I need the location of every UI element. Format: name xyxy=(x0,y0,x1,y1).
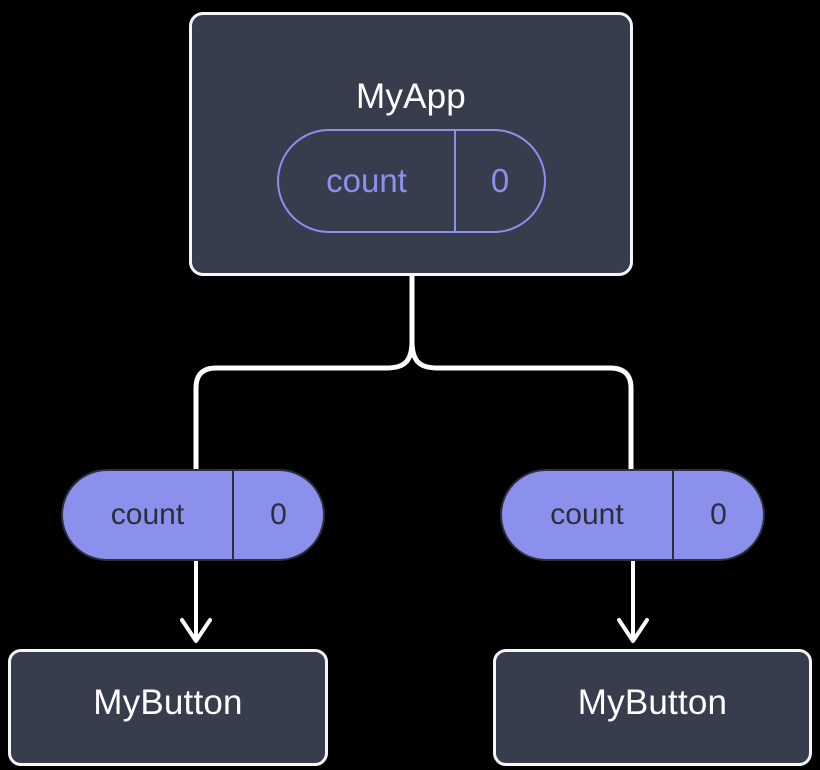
state-value-label: 0 xyxy=(270,498,287,531)
state-key-label: count xyxy=(63,471,234,559)
component-label-myapp: MyApp xyxy=(356,77,466,116)
state-pill-child-left-count[interactable]: count 0 xyxy=(61,469,325,561)
component-node-mybutton-right[interactable]: MyButton xyxy=(493,649,812,766)
state-value-label: 0 xyxy=(490,162,510,199)
component-node-mybutton-left[interactable]: MyButton xyxy=(8,649,328,766)
edge-arrow-right-head xyxy=(617,618,649,643)
component-label-mybutton: MyButton xyxy=(577,683,728,722)
state-key-label: count xyxy=(502,471,674,559)
state-key-label: count xyxy=(279,131,456,231)
state-pill-myapp-count[interactable]: count 0 xyxy=(277,129,546,233)
component-label-mybutton: MyButton xyxy=(93,683,243,722)
state-value-label: 0 xyxy=(710,498,727,531)
state-pill-child-right-count[interactable]: count 0 xyxy=(500,469,765,561)
edge-arrow-left-head xyxy=(180,618,212,643)
edge-branch-right xyxy=(409,340,634,469)
edge-branch-left xyxy=(193,340,415,469)
